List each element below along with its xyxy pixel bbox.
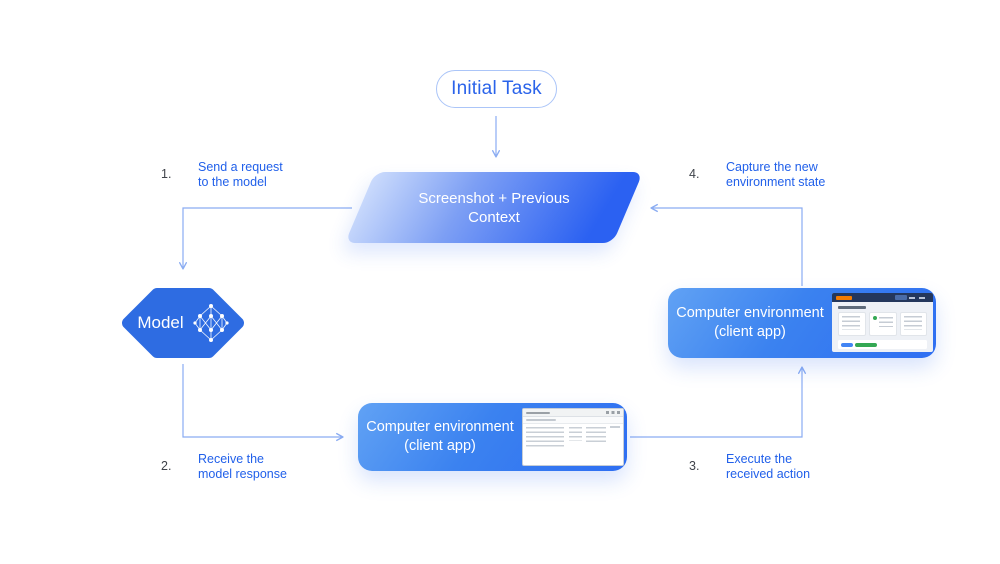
initial-task-label: Initial Task	[451, 78, 542, 99]
mini-window-toolbar	[523, 417, 623, 424]
mini-window-titlebar	[523, 409, 623, 417]
mini-window-table	[523, 424, 623, 465]
neural-network-icon	[193, 304, 229, 342]
mini-web-nav-button	[895, 295, 907, 300]
mini-web-action-bar	[838, 340, 927, 349]
step-4-label: Capture the new environment state	[726, 160, 826, 189]
step-4-number: 4.	[689, 167, 700, 181]
env-right-node: Computer environment (client app)	[668, 288, 936, 358]
mini-web-navbar	[832, 293, 933, 302]
web-app-screenshot	[832, 293, 933, 352]
mini-web-logo	[836, 296, 852, 300]
mini-web-nav-links	[909, 296, 929, 299]
step-2-label: Receive the model response	[198, 452, 287, 481]
step-1-number: 1.	[161, 167, 172, 181]
connector-model-to-env-bottom	[182, 364, 344, 442]
mini-window-title	[526, 411, 550, 414]
env-right-label: Computer environment (client app)	[676, 305, 824, 340]
mini-window-controls	[606, 411, 620, 414]
initial-task-node: Initial Task	[436, 70, 557, 108]
connector-env-right-to-context	[650, 203, 803, 286]
step-3-label: Execute the received action	[726, 452, 811, 481]
model-node: Model	[120, 288, 246, 358]
mini-web-card	[900, 312, 927, 336]
step-3-number: 3.	[689, 459, 700, 473]
mini-web-blue-button	[841, 342, 853, 347]
connector-env-bottom-to-env-right	[630, 366, 807, 438]
mini-web-green-progress	[855, 342, 877, 347]
mini-web-heading	[838, 306, 866, 309]
model-label: Model	[137, 313, 184, 332]
step-2-number: 2.	[161, 459, 172, 473]
screenshot-context-node: Screenshot + Previous Context	[344, 172, 644, 243]
step-1-label: Send a request to the model	[198, 160, 283, 189]
mini-web-card	[869, 312, 897, 336]
env-bottom-label: Computer environment (client app)	[366, 419, 514, 454]
connector-context-to-model	[178, 207, 352, 270]
desktop-app-screenshot	[522, 408, 624, 466]
mini-web-card	[838, 312, 866, 336]
screenshot-context-label: Screenshot + Previous Context	[418, 189, 570, 226]
env-bottom-node: Computer environment (client app)	[358, 403, 627, 471]
